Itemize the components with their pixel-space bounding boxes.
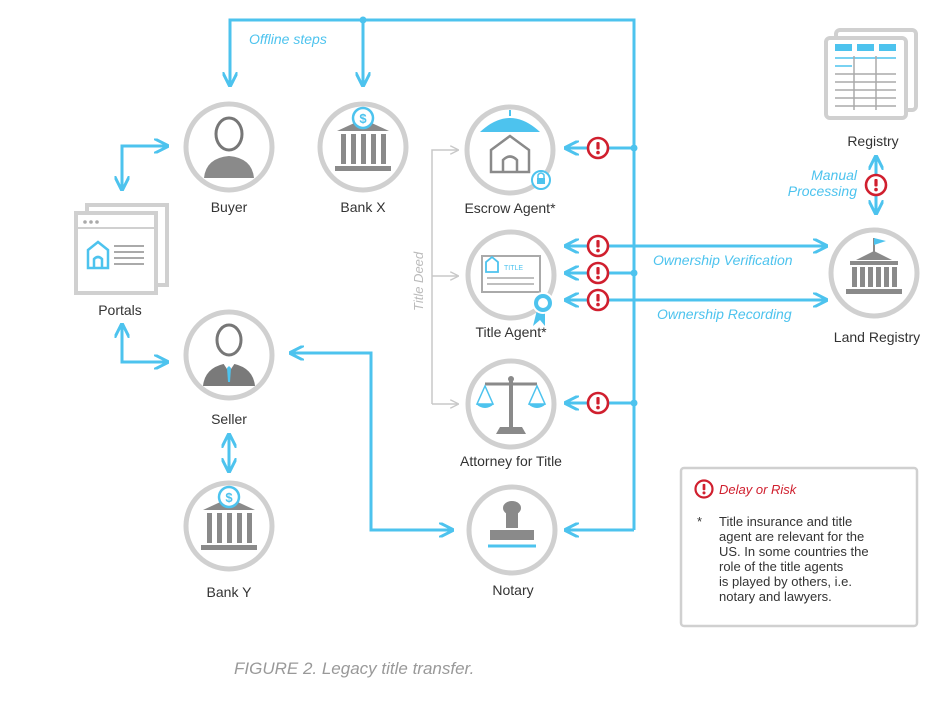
figure-caption: FIGURE 2. Legacy title transfer.	[234, 659, 474, 678]
title-document-icon: TITLE	[481, 255, 541, 293]
registry-label: Registry	[847, 133, 898, 149]
portals-to-buyer-arrow	[122, 146, 166, 188]
buyer-label: Buyer	[211, 199, 248, 215]
risk-icon	[586, 261, 610, 285]
legend-note-line: Title insurance and title	[719, 514, 852, 529]
notary-label: Notary	[492, 582, 533, 598]
seller-node: Seller	[183, 309, 275, 427]
buyer-node: Buyer	[183, 101, 275, 215]
risk-icon	[586, 234, 610, 258]
legend-note-line: agent are relevant for the	[719, 529, 864, 544]
bank-y-node: $ Bank Y	[183, 480, 275, 600]
risk-icon	[864, 173, 888, 197]
risk-icon	[694, 479, 714, 499]
attorney-label: Attorney for Title	[460, 453, 562, 469]
registry-node: Registry	[824, 28, 918, 149]
legend-note-line: notary and lawyers.	[719, 589, 832, 604]
title-agent-label: Title Agent*	[475, 324, 547, 340]
businessman-icon	[203, 323, 255, 386]
land-registry-node: Land Registry	[828, 227, 920, 345]
notary-node: Notary	[466, 484, 558, 598]
title-badge-text: TITLE	[504, 265, 523, 272]
manual-processing-label-line2: Processing	[788, 183, 857, 199]
bank-x-node: $ Bank X	[317, 101, 409, 215]
flow-connectors	[122, 16, 876, 531]
legend-note-line: is played by others, i.e.	[719, 574, 852, 589]
seller-label: Seller	[211, 411, 247, 427]
umbrella-house-icon	[480, 110, 551, 190]
legend-asterisk: *	[697, 514, 702, 529]
legend-box: Delay or Risk * Title insurance and titl…	[679, 466, 919, 628]
scales-of-justice-icon	[475, 376, 547, 434]
legend-note-line: US. In some countries the	[719, 544, 869, 559]
spreadsheet-icon	[835, 44, 896, 110]
dollar-icon: $	[225, 490, 233, 505]
offline-steps-label: Offline steps	[249, 31, 327, 47]
stamp-icon	[488, 501, 536, 548]
offline-steps-junction	[359, 16, 367, 24]
title-deed-flow	[431, 150, 457, 404]
risk-icon	[586, 136, 610, 160]
land-registry-label: Land Registry	[834, 329, 920, 345]
portals-node: Portals	[74, 203, 169, 318]
escrow-agent-node: Escrow Agent*	[464, 104, 556, 216]
risk-icon	[586, 391, 610, 415]
legend-note-line: role of the title agents	[719, 559, 844, 574]
title-agent-node: TITLE Title Agent*	[465, 229, 557, 340]
ownership-verification-label: Ownership Verification	[653, 252, 793, 268]
risk-icon	[586, 288, 610, 312]
title-deed-label: Title Deed	[411, 251, 426, 311]
portals-label: Portals	[98, 302, 142, 318]
browser-window-icon	[78, 220, 154, 270]
manual-processing-label-line1: Manual	[811, 167, 858, 183]
award-ribbon-icon	[532, 292, 554, 326]
portals-to-seller-arrow	[122, 326, 166, 362]
bank-x-label: Bank X	[340, 199, 386, 215]
government-building-icon	[846, 238, 902, 294]
escrow-agent-label: Escrow Agent*	[464, 200, 556, 216]
seller-to-notary-arrow	[292, 353, 451, 530]
legend-risk-label: Delay or Risk	[719, 482, 798, 497]
attorney-node: Attorney for Title	[460, 358, 562, 469]
dollar-icon: $	[359, 111, 367, 126]
bank-icon: $	[335, 106, 391, 171]
ownership-recording-label: Ownership Recording	[657, 306, 792, 322]
bank-y-label: Bank Y	[207, 584, 253, 600]
bank-icon: $	[201, 485, 257, 550]
buyer-person-icon	[204, 116, 254, 178]
